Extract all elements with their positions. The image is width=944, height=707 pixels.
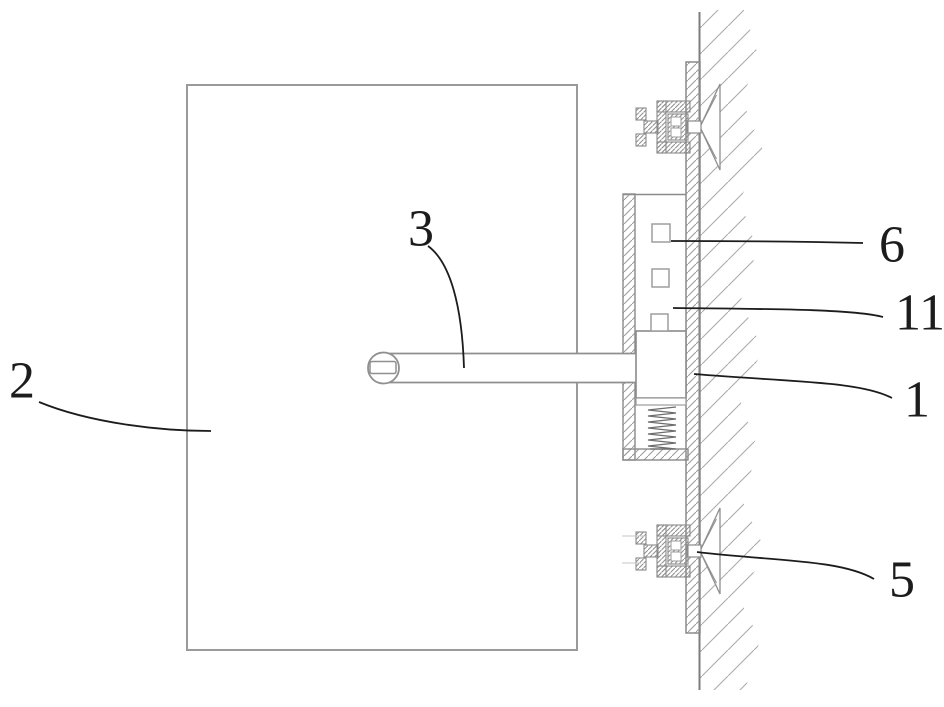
label-11: 11 (895, 285, 944, 342)
rod-knob-slot (369, 360, 397, 375)
latch-square-middle (651, 268, 670, 288)
label-1: 1 (904, 372, 930, 429)
leader-line-6 (670, 240, 864, 244)
slider-base-plate (635, 397, 687, 406)
leader-line-2 (38, 401, 212, 432)
latch-square-top (651, 223, 671, 243)
housing-left-wall (622, 193, 636, 461)
leader-lines (38, 240, 893, 580)
label-5: 5 (889, 552, 915, 609)
leader-line-1 (693, 373, 893, 399)
part-labels: 2 3 6 11 1 5 (9, 201, 944, 609)
slider-block (635, 330, 687, 399)
label-6: 6 (879, 217, 905, 274)
housing-bottom-flange (622, 448, 689, 461)
latch-square-bottom (650, 313, 669, 332)
anchor-bolt-bottom-construction-lines (622, 535, 647, 564)
handle-rod (367, 351, 636, 385)
leader-line-3 (427, 245, 465, 369)
label-2: 2 (9, 353, 35, 410)
leader-line-5 (696, 551, 875, 580)
rod-body-fill (384, 354, 636, 382)
latch-housing (622, 193, 689, 461)
spring-coil (647, 406, 677, 450)
label-3: 3 (408, 201, 434, 258)
leader-line-11 (672, 307, 884, 318)
